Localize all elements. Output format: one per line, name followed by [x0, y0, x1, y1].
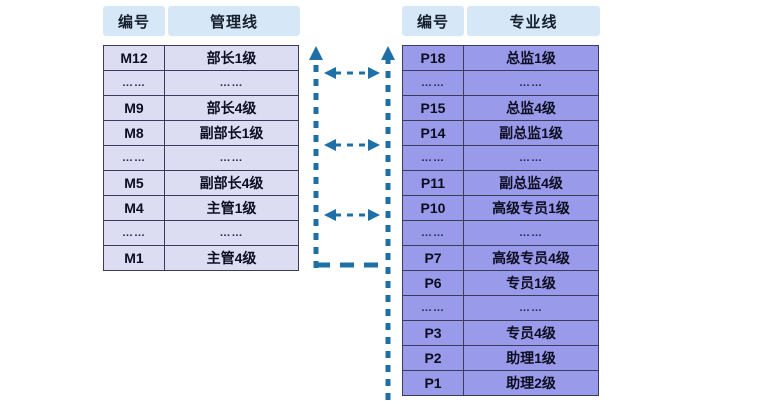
management-id-header: 编号 — [103, 6, 165, 36]
management-row-6-name: 主管1级 — [164, 195, 299, 221]
management-row-0-name: 部长1级 — [164, 45, 299, 71]
management-row-7-name: …… — [164, 220, 299, 246]
table-row: ………… — [103, 220, 299, 246]
professional-row-8-id: P7 — [402, 245, 464, 271]
professional-row-5-id: P11 — [402, 170, 464, 196]
management-row-5-id: M5 — [103, 170, 165, 196]
cross-arrow-middle-left-head — [324, 139, 336, 151]
professional-row-4-id: …… — [402, 145, 464, 171]
table-row: ………… — [402, 70, 599, 96]
cross-arrow-top-right-head — [368, 67, 380, 79]
management-row-3-name: 副部长1级 — [164, 120, 299, 146]
professional-row-6-id: P10 — [402, 195, 464, 221]
professional-row-10-name: …… — [463, 295, 599, 321]
cross-arrow-middle-right-head — [368, 139, 380, 151]
table-row: ………… — [402, 295, 599, 321]
table-row: ………… — [103, 70, 299, 96]
cross-arrow-lower-left-head — [324, 209, 336, 221]
table-row: ………… — [402, 145, 599, 171]
professional-row-2-id: P15 — [402, 95, 464, 121]
professional-row-12-id: P2 — [402, 345, 464, 371]
management-name-header: 管理线 — [168, 6, 300, 36]
management-row-2-id: M9 — [103, 95, 165, 121]
management-row-1-name: …… — [164, 70, 299, 96]
professional-row-6-name: 高级专员1级 — [463, 195, 599, 221]
professional-row-11-name: 专员4级 — [463, 320, 599, 346]
professional-row-9-id: P6 — [402, 270, 464, 296]
cross-arrow-lower-right-head — [368, 209, 380, 221]
management-row-7-id: …… — [103, 220, 165, 246]
cross-arrow-top-left-head — [324, 67, 336, 79]
management-up-arrowhead — [309, 46, 323, 60]
professional-row-10-id: …… — [402, 295, 464, 321]
professional-row-12-name: 助理1级 — [463, 345, 599, 371]
professional-row-7-id: …… — [402, 220, 464, 246]
professional-row-13-id: P1 — [402, 370, 464, 396]
management-row-8-name: 主管4级 — [164, 245, 299, 271]
management-row-4-id: …… — [103, 145, 165, 171]
management-row-6-id: M4 — [103, 195, 165, 221]
professional-row-0-name: 总监1级 — [463, 45, 599, 71]
table-row: ………… — [402, 220, 599, 246]
management-row-5-name: 副部长4级 — [164, 170, 299, 196]
professional-row-11-id: P3 — [402, 320, 464, 346]
professional-row-3-id: P14 — [402, 120, 464, 146]
management-row-2-name: 部长4级 — [164, 95, 299, 121]
professional-row-3-name: 副总监1级 — [463, 120, 599, 146]
professional-row-2-name: 总监4级 — [463, 95, 599, 121]
professional-up-arrowhead — [381, 46, 395, 60]
professional-row-13-name: 助理2级 — [463, 370, 599, 396]
management-row-1-id: …… — [103, 70, 165, 96]
professional-row-7-name: …… — [463, 220, 599, 246]
professional-id-header: 编号 — [402, 6, 464, 36]
professional-row-1-id: …… — [402, 70, 464, 96]
professional-row-5-name: 副总监4级 — [463, 170, 599, 196]
professional-row-0-id: P18 — [402, 45, 464, 71]
professional-row-9-name: 专员1级 — [463, 270, 599, 296]
management-row-8-id: M1 — [103, 245, 165, 271]
professional-name-header: 专业线 — [467, 6, 600, 36]
management-row-4-name: …… — [164, 145, 299, 171]
professional-row-4-name: …… — [463, 145, 599, 171]
management-row-3-id: M8 — [103, 120, 165, 146]
professional-row-1-name: …… — [463, 70, 599, 96]
table-row: ………… — [103, 145, 299, 171]
professional-row-8-name: 高级专员4级 — [463, 245, 599, 271]
management-row-0-id: M12 — [103, 45, 165, 71]
